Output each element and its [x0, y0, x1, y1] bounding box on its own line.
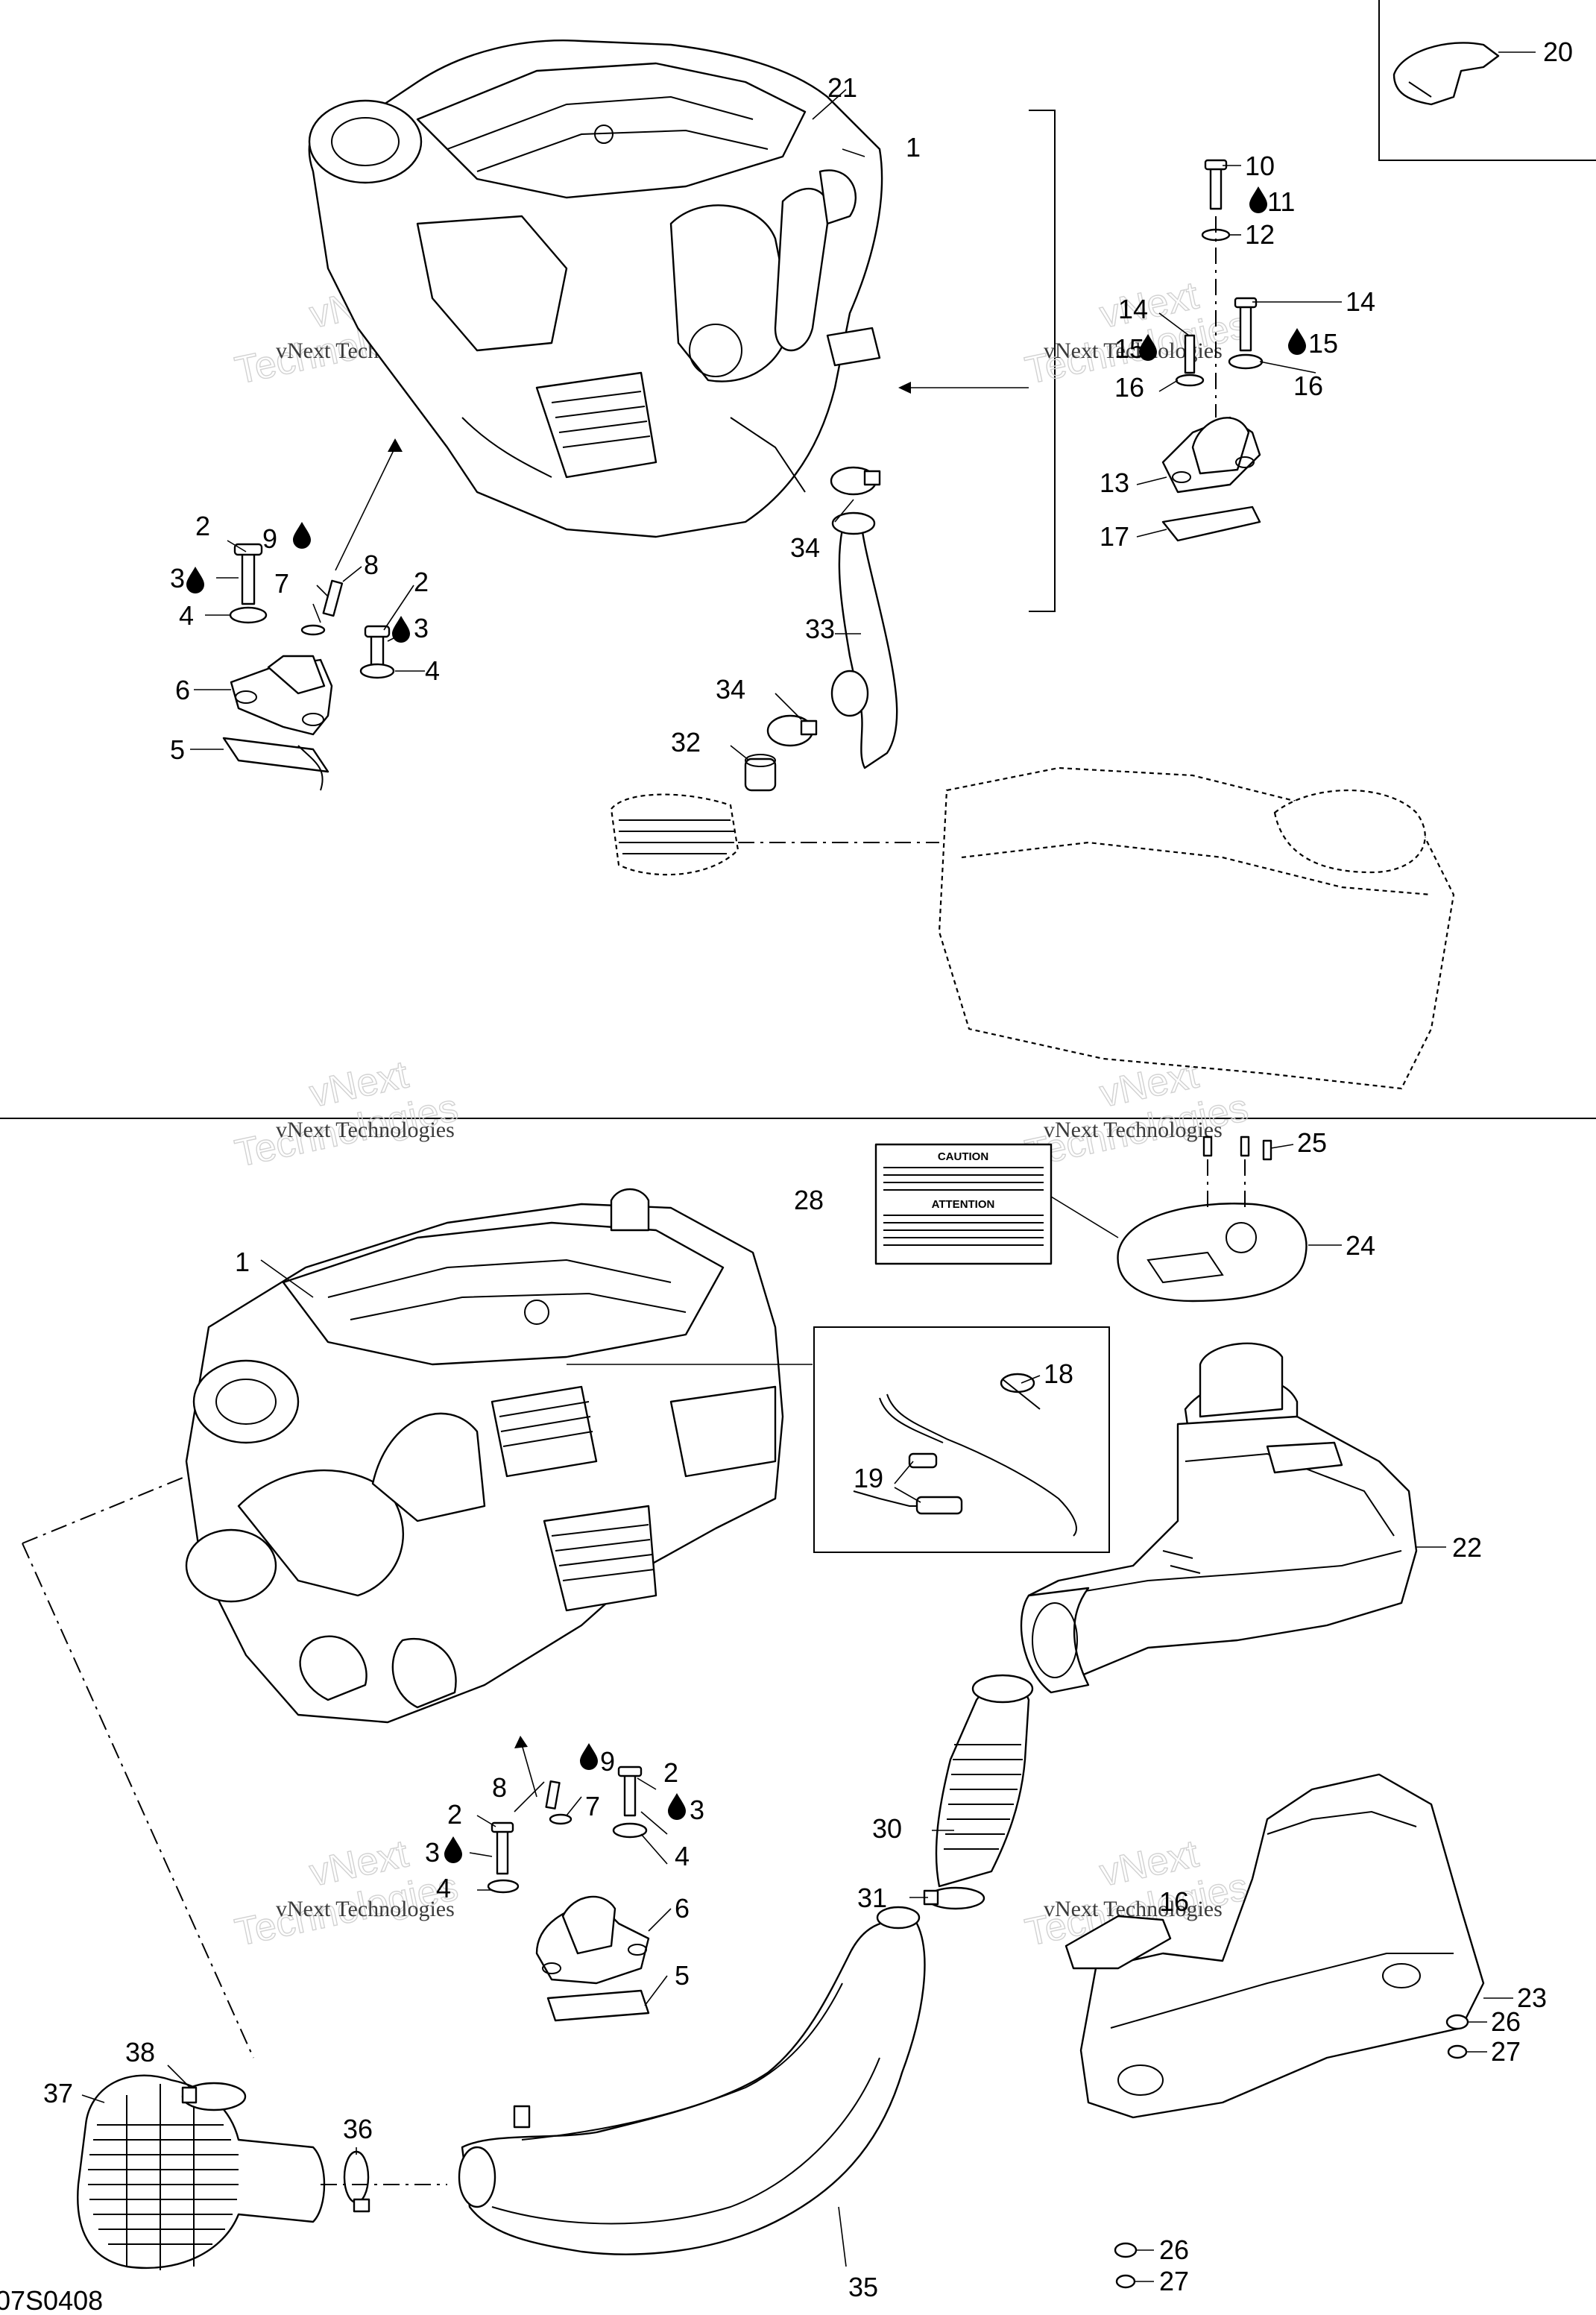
callout-2: 2 — [195, 511, 210, 541]
callout-38: 38 — [125, 2037, 155, 2067]
callout-7: 7 — [274, 568, 289, 599]
callout-27: 27 — [1491, 2036, 1521, 2067]
callout-9: 9 — [600, 1746, 615, 1777]
callout-10: 10 — [1245, 151, 1275, 181]
sensor-harness — [853, 1373, 1077, 1537]
callout-23: 23 — [1517, 1982, 1547, 2013]
svg-text:vNext Technologies: vNext Technologies — [276, 1118, 455, 1142]
callout-5: 5 — [675, 1960, 690, 1991]
callout-16: 16 — [1293, 371, 1323, 401]
air-box-base-23 — [1064, 1773, 1485, 2119]
callout-26: 26 — [1491, 2006, 1521, 2037]
callout-6: 6 — [175, 675, 190, 705]
callout-17: 17 — [1100, 521, 1129, 552]
svg-text:ATTENTION: ATTENTION — [932, 1198, 995, 1211]
callout-31: 31 — [857, 1883, 887, 1913]
inset-frame-top-right — [1378, 0, 1596, 161]
cover-24 — [1117, 1159, 1308, 1418]
callout-22: 22 — [1452, 1532, 1482, 1563]
clamp-34-top — [830, 466, 881, 496]
callout-24: 24 — [1346, 1230, 1375, 1261]
callout-2: 2 — [414, 567, 429, 597]
part-20-clip — [1392, 42, 1500, 106]
callout-13: 13 — [1100, 467, 1129, 498]
callout-3: 3 — [414, 613, 429, 643]
callout-3: 3 — [170, 563, 185, 593]
callout-27: 27 — [1159, 2266, 1189, 2296]
callout-8: 8 — [364, 549, 379, 580]
callout-2: 2 — [663, 1757, 678, 1788]
figure-code: 07S0408 — [0, 2285, 103, 2315]
air-duct-30 — [935, 1674, 1034, 1888]
adapter-32 — [744, 754, 777, 792]
nut-26-27 — [1114, 2014, 1469, 2289]
callout-14: 14 — [1346, 286, 1375, 317]
caution-label-28: CAUTION ATTENTION — [874, 1143, 1053, 1265]
callout-19: 19 — [854, 1463, 883, 1493]
svg-text:vNext Technologies: vNext Technologies — [276, 1897, 455, 1921]
svg-text:vNext Technologies: vNext Technologies — [1044, 1118, 1223, 1142]
callout-8: 8 — [492, 1772, 507, 1803]
callout-25: 25 — [1297, 1127, 1327, 1158]
callout-34: 34 — [716, 674, 745, 705]
callout-18: 18 — [1044, 1358, 1073, 1389]
callout-28: 28 — [794, 1185, 824, 1215]
callout-34: 34 — [790, 532, 820, 563]
callout-21: 21 — [827, 72, 857, 103]
callout-4: 4 — [179, 600, 194, 631]
inset-frame-sensor — [813, 1326, 1110, 1553]
callout-1: 1 — [235, 1247, 250, 1277]
callout-16: 16 — [1159, 1886, 1189, 1917]
callout-26: 26 — [1159, 2234, 1189, 2265]
callout-4: 4 — [675, 1841, 690, 1871]
mount-left-top — [222, 543, 395, 791]
callout-11: 11 — [1267, 186, 1295, 217]
callout-36: 36 — [343, 2114, 373, 2144]
callout-6: 6 — [675, 1893, 690, 1924]
callout-20: 20 — [1543, 37, 1573, 67]
air-box-22 — [1020, 1377, 1418, 1694]
air-box-reference — [610, 766, 1455, 1090]
callout-1: 1 — [906, 132, 921, 163]
intake-37 — [77, 2074, 326, 2270]
callout-15: 15 — [1308, 328, 1338, 359]
callout-4: 4 — [425, 655, 440, 686]
callout-32: 32 — [671, 727, 701, 758]
callout-labels: 1 21 34 33 34 32 10 11 12 14 14 15 15 16… — [43, 37, 1573, 2302]
callout-37: 37 — [43, 2078, 73, 2108]
hose-33 — [830, 511, 898, 769]
callout-30: 30 — [872, 1813, 902, 1844]
callout-5: 5 — [170, 734, 185, 765]
callout-7: 7 — [585, 1791, 600, 1821]
callout-4: 4 — [436, 1873, 451, 1903]
mount-left-bottom — [487, 1766, 650, 2022]
mount-right-top — [1161, 159, 1264, 542]
callout-2: 2 — [447, 1799, 462, 1830]
clamp-34-lower — [766, 714, 818, 747]
clamp-36 — [343, 2150, 370, 2213]
duct-35 — [458, 1906, 926, 2255]
callout-3: 3 — [690, 1795, 704, 1825]
screw-25 — [1202, 1136, 1272, 1161]
bracket-frame — [1029, 110, 1056, 612]
svg-text:CAUTION: CAUTION — [938, 1150, 988, 1163]
callout-3: 3 — [425, 1837, 440, 1868]
callout-35: 35 — [848, 2272, 878, 2302]
clamp-38 — [181, 2082, 247, 2111]
leader-lines — [81, 51, 1536, 2282]
engine-top — [308, 40, 883, 538]
callout-14: 14 — [1118, 294, 1148, 324]
engine-bottom — [185, 1188, 784, 1724]
clamp-31 — [923, 1886, 985, 1910]
callout-9: 9 — [262, 523, 277, 554]
callout-12: 12 — [1245, 219, 1275, 250]
callout-15: 15 — [1114, 333, 1144, 364]
callout-33: 33 — [805, 614, 835, 644]
liquid-drop-icon — [186, 186, 1306, 1863]
callout-16: 16 — [1114, 372, 1144, 403]
